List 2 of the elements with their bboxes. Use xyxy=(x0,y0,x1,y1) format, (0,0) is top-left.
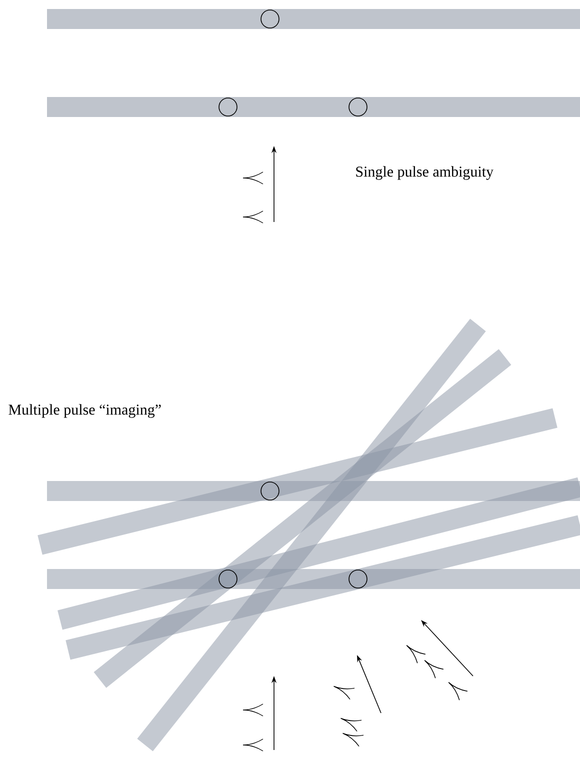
label: Multiple pulse “imaging” xyxy=(8,404,161,418)
label: Single pulse ambiguity xyxy=(356,166,494,180)
